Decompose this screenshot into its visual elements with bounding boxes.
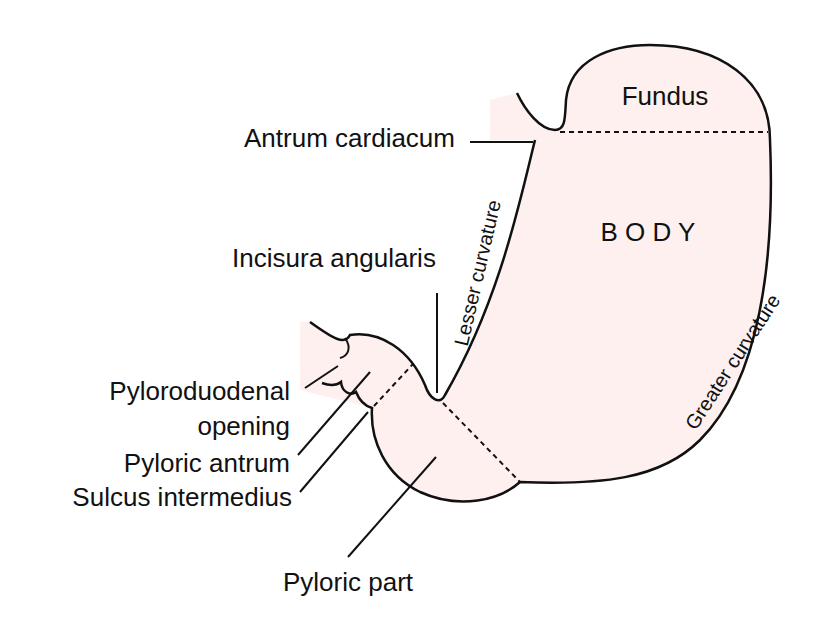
part-label: Pyloric part: [283, 565, 413, 600]
part-label: Pyloroduodenal opening: [60, 374, 290, 444]
fundus-divider: [560, 131, 768, 133]
leader-line: [470, 141, 533, 143]
part-label: Pyloric antrum: [124, 446, 290, 481]
part-label: Antrum cardiacum: [244, 121, 455, 156]
leader-line: [305, 366, 338, 388]
part-label: Sulcus intermedius: [72, 480, 292, 515]
region-label: Fundus: [622, 79, 709, 114]
duodenal-fold: [340, 338, 349, 358]
leader-line: [298, 372, 370, 455]
leader-line: [348, 457, 436, 557]
part-label: Incisura angularis: [232, 241, 436, 276]
pyloric-divider: [443, 403, 520, 482]
sulcus-divider: [374, 364, 413, 406]
region-label: B O D Y: [601, 215, 696, 250]
leader-line: [300, 412, 368, 492]
leader-line: [436, 293, 438, 393]
